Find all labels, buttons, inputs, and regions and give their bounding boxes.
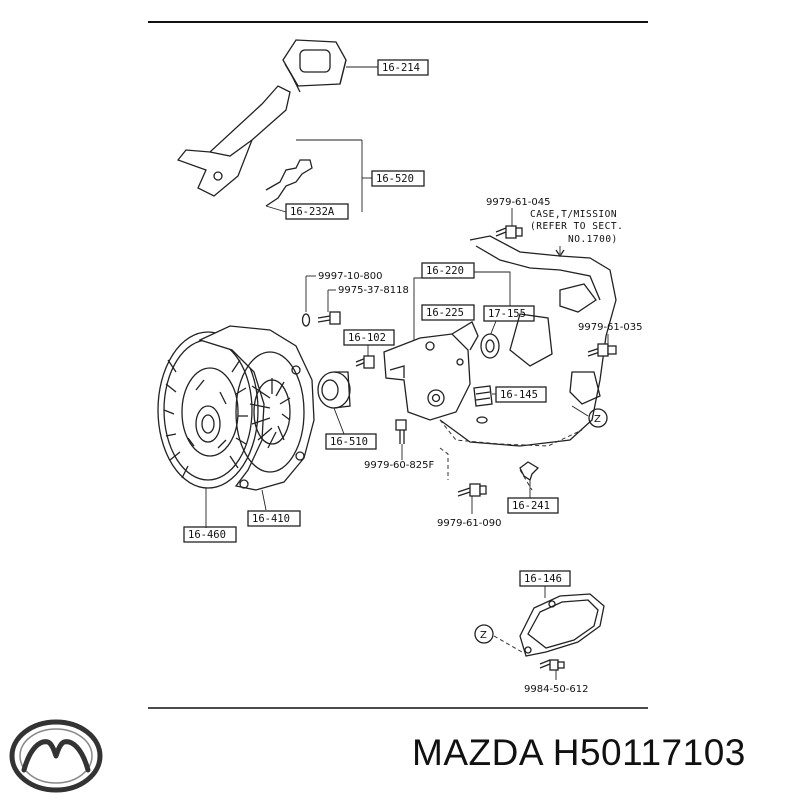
- note-line-2: (REFER TO SECT.: [530, 221, 623, 232]
- bolt-9979-61-045: [495, 225, 523, 239]
- label-9984-50-612: 9984-50-612: [524, 684, 588, 695]
- transmission-case: [439, 235, 617, 447]
- bolt-9979-61-090: [457, 483, 487, 497]
- oil-seal-17-155: [480, 333, 500, 359]
- label-9975-37-8118: 9975-37-8118: [338, 285, 409, 296]
- z-marker-upper-label: Z: [594, 414, 601, 425]
- label-16-510: 16-510: [330, 436, 368, 448]
- release-bearing-part: [282, 39, 347, 93]
- brand-name: MAZDA: [412, 732, 542, 773]
- bolt-9975-37-8118: [317, 311, 341, 325]
- bolt-9979-60-825F: [395, 419, 407, 444]
- release-fork-part: [176, 85, 291, 197]
- dust-cover-16-146: [519, 593, 605, 657]
- label-16-232A: 16-232A: [290, 206, 335, 218]
- label-16-520: 16-520: [376, 173, 414, 185]
- mazda-logo-icon: [9, 719, 103, 793]
- z-marker-lower-label: Z: [480, 630, 487, 641]
- stud-16-102: [355, 355, 375, 369]
- label-16-145: 16-145: [500, 389, 538, 401]
- label-9979-61-045: 9979-61-045: [486, 197, 550, 208]
- label-16-102: 16-102: [348, 332, 386, 344]
- z-marker-upper: [588, 408, 608, 428]
- part-number: H50117103: [552, 732, 746, 773]
- note-line-3: NO.1700): [568, 234, 618, 245]
- clip-16-241: [519, 461, 540, 482]
- release-collar-part: [383, 321, 479, 421]
- label-16-410: 16-410: [252, 513, 290, 525]
- z-marker-lower: [474, 624, 494, 644]
- note-line-1: CASE,T/MISSION: [530, 209, 617, 220]
- bolt-9984-50-612: [539, 659, 565, 671]
- clutch-disc-part: [157, 331, 259, 489]
- bolt-9979-61-035: [587, 343, 617, 357]
- label-16-214: 16-214: [382, 62, 420, 74]
- label-16-146: 16-146: [524, 573, 562, 585]
- label-16-241: 16-241: [512, 500, 550, 512]
- clutch-cover-part: [198, 325, 315, 491]
- brand-and-part-number: MAZDA H50117103: [412, 732, 746, 774]
- label-16-225: 16-225: [426, 307, 464, 319]
- label-17-155: 17-155: [488, 308, 526, 320]
- retaining-spring-part: [265, 159, 313, 207]
- label-16-220: 16-220: [426, 265, 464, 277]
- release-bearing-16-510: [317, 371, 351, 409]
- washer-9997-10-800: [301, 313, 311, 327]
- label-9979-60-825F: 9979-60-825F: [364, 460, 434, 471]
- label-9997-10-800: 9997-10-800: [318, 271, 382, 282]
- boot-16-145: [473, 385, 493, 424]
- label-16-460: 16-460: [188, 529, 226, 541]
- label-9979-61-035: 9979-61-035: [578, 322, 642, 333]
- label-9979-61-090: 9979-61-090: [437, 518, 501, 529]
